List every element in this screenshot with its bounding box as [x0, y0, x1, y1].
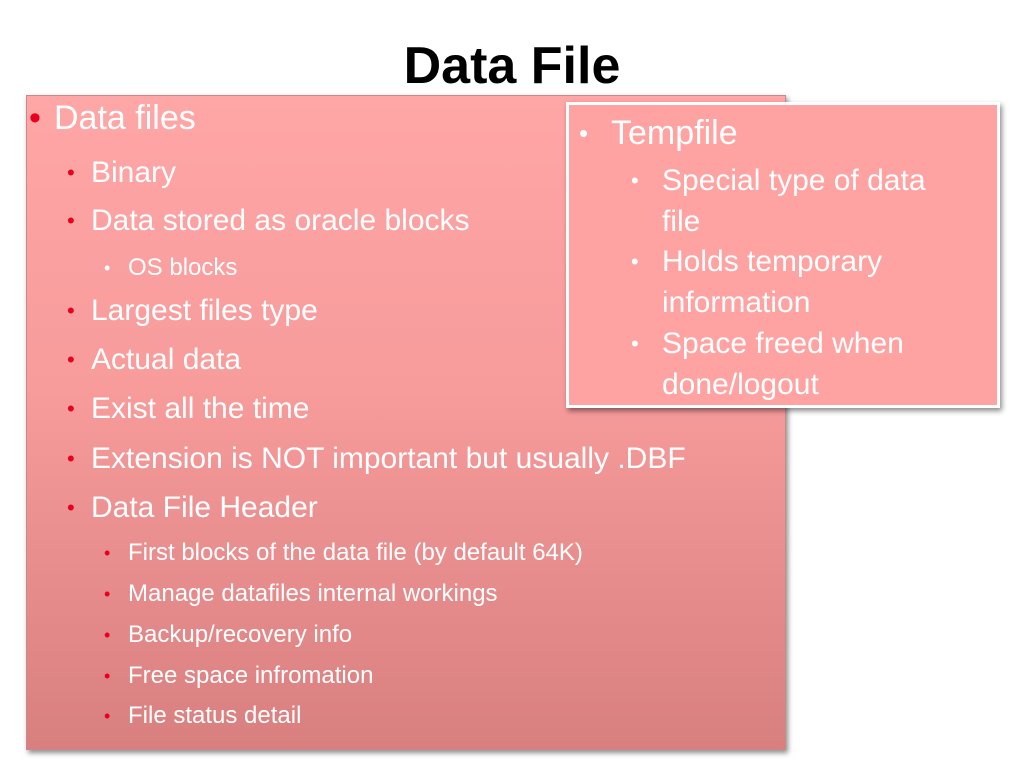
- list-item: • Binary: [67, 156, 177, 189]
- bullet-icon: •: [67, 347, 75, 372]
- bullet-icon: •: [29, 99, 41, 137]
- bullet-icon: •: [104, 258, 111, 278]
- list-item: • Holds temporary information: [631, 241, 931, 323]
- list-item: • File status detail: [104, 702, 302, 729]
- list-item: • Backup/recovery info: [104, 621, 353, 648]
- tempfile-panel: • Tempfile • Special type of data file •…: [566, 102, 1000, 408]
- list-item: • OS blocks: [104, 254, 238, 281]
- bullet-icon: •: [104, 666, 111, 686]
- list-item: • Exist all the time: [67, 392, 310, 425]
- list-item: • Special type of data file: [631, 160, 931, 242]
- bullet-icon: •: [67, 298, 75, 323]
- bullet-icon: •: [67, 396, 75, 421]
- list-item: • Free space infromation: [104, 662, 374, 689]
- bullet-icon: •: [104, 543, 111, 563]
- bullet-icon: •: [67, 160, 75, 185]
- list-item: • Data File Header: [67, 491, 318, 524]
- bullet-icon: •: [104, 706, 111, 726]
- bullet-icon: •: [67, 495, 75, 520]
- list-item: • Space freed when done/logout: [631, 323, 931, 405]
- bullet-icon: •: [67, 208, 75, 233]
- list-item: • Actual data: [67, 343, 242, 376]
- bullet-icon: •: [579, 118, 589, 148]
- bullet-icon: •: [67, 446, 75, 471]
- bullet-icon: •: [104, 625, 111, 645]
- bullet-icon: •: [104, 584, 111, 604]
- bullet-icon: •: [631, 168, 639, 193]
- list-item: • First blocks of the data file (by defa…: [104, 539, 583, 566]
- list-item: • Data stored as oracle blocks: [67, 204, 470, 237]
- bullet-icon: •: [631, 331, 639, 356]
- list-item-heading: • Data files: [29, 99, 196, 137]
- list-item: • Manage datafiles internal workings: [104, 580, 498, 607]
- list-item: • Extension is NOT important but usually…: [67, 442, 686, 475]
- slide-title: Data File: [403, 37, 621, 95]
- list-item-heading: • Tempfile: [579, 114, 738, 152]
- list-item: • Largest files type: [67, 294, 318, 327]
- bullet-icon: •: [631, 249, 639, 274]
